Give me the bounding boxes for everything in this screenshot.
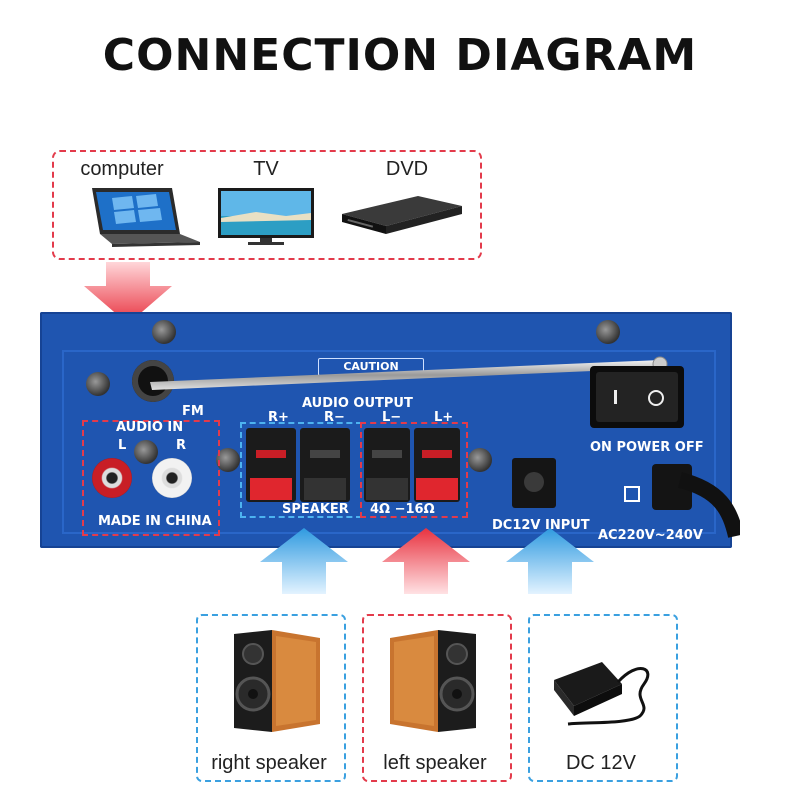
source-label-dvd: DVD <box>385 158 429 180</box>
power-switch[interactable] <box>590 366 684 428</box>
right-speaker-box <box>196 614 346 782</box>
audio-output-label: AUDIO OUTPUT <box>302 396 413 411</box>
right-speaker-arrow-icon <box>260 528 348 594</box>
source-label-computer: computer <box>80 158 164 180</box>
terminal-l-minus[interactable] <box>364 428 410 502</box>
left-speaker-arrow-icon <box>382 528 470 594</box>
speaker-icon <box>390 630 476 732</box>
dc-input-jack[interactable] <box>512 458 556 508</box>
dc-12v-label: DC 12V <box>565 752 637 774</box>
audio-in-right-label: R <box>176 438 187 453</box>
terminal-l-plus[interactable] <box>414 428 460 502</box>
terminal-r-minus[interactable] <box>300 428 350 502</box>
source-label-tv: TV <box>253 158 279 180</box>
double-insulation-icon <box>624 486 640 502</box>
power-switch-label: ON POWER OFF <box>590 440 704 455</box>
fm-label: FM <box>182 404 204 419</box>
terminal-label-l-plus: L+ <box>434 410 454 425</box>
dc-power-arrow-icon <box>506 528 594 594</box>
ac-input-label: AC220V~240V <box>598 528 703 543</box>
rca-left-jack[interactable] <box>92 458 132 498</box>
screw-icon <box>216 448 240 472</box>
speaker-label: SPEAKER <box>282 502 349 517</box>
impedance-label: 4Ω −16Ω <box>370 502 435 517</box>
made-in-label: MADE IN CHINA <box>98 514 212 529</box>
page-title: CONNECTION DIAGRAM <box>102 30 698 81</box>
speaker-icon <box>234 630 320 732</box>
panel-inner-frame <box>62 350 716 534</box>
dc-adapter-box <box>528 614 678 782</box>
left-speaker-box <box>362 614 512 782</box>
power-adapter-icon <box>554 662 650 726</box>
left-speaker-terminals-group <box>360 422 468 518</box>
source-devices-box <box>52 150 482 260</box>
right-speaker-label: right speaker <box>211 752 327 774</box>
input-arrow-icon <box>84 262 172 324</box>
laptop-icon <box>92 188 200 247</box>
dvd-player-icon <box>342 196 462 234</box>
dc-input-label: DC12V INPUT <box>492 518 590 533</box>
fm-antenna-jack[interactable] <box>132 360 174 402</box>
screw-icon <box>134 440 158 464</box>
terminal-r-plus[interactable] <box>246 428 296 502</box>
power-cord-icon <box>677 472 740 538</box>
screw-icon <box>152 320 176 344</box>
left-speaker-label: left speaker <box>383 752 487 774</box>
audio-in-label: AUDIO IN <box>116 420 184 435</box>
tv-icon <box>218 188 314 245</box>
screw-icon <box>86 372 110 396</box>
audio-in-group <box>82 420 220 536</box>
audio-in-left-label: L <box>118 438 127 453</box>
terminal-label-r-plus: R+ <box>268 410 289 425</box>
terminal-label-l-minus: L− <box>382 410 402 425</box>
screw-icon <box>468 448 492 472</box>
terminal-label-r-minus: R− <box>324 410 345 425</box>
rca-right-jack[interactable] <box>152 458 192 498</box>
screw-icon <box>596 320 620 344</box>
